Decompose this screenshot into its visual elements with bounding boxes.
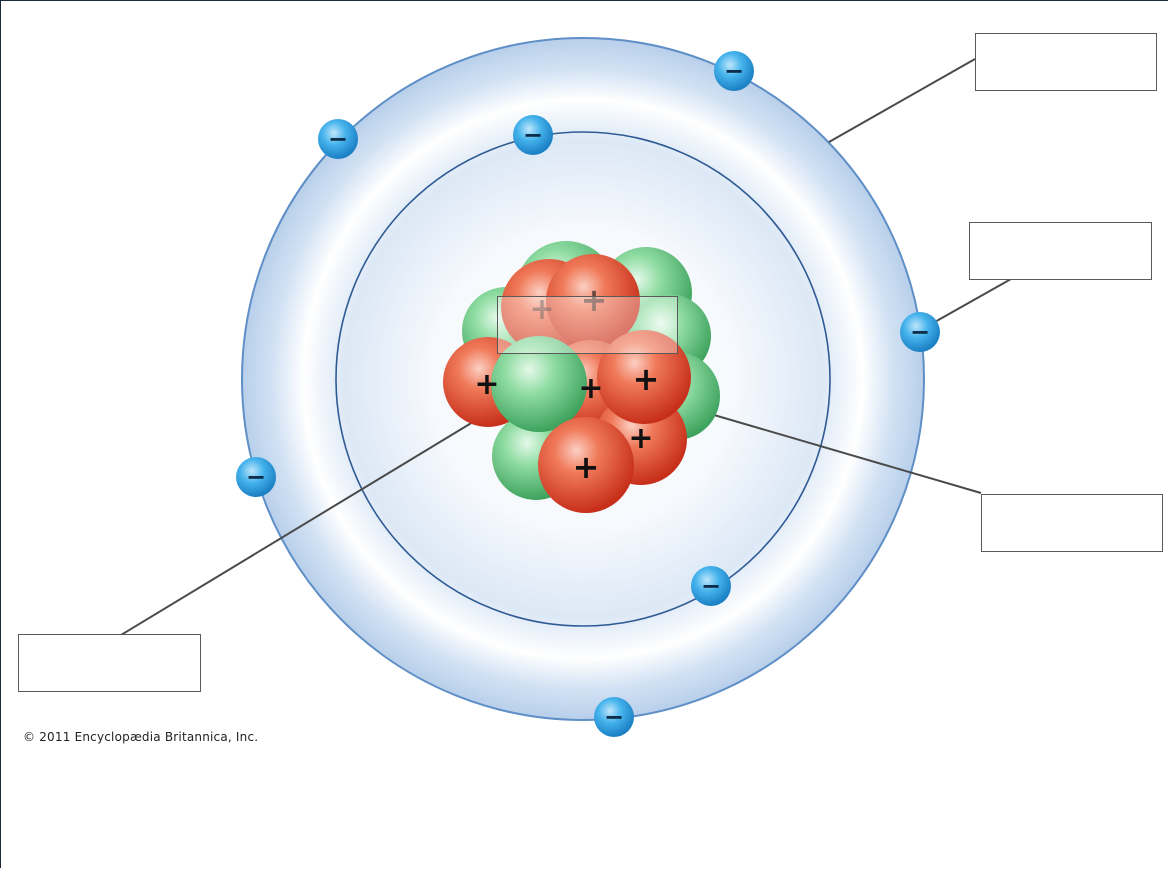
electron: −	[513, 115, 553, 155]
proton-sign: +	[578, 371, 603, 406]
proton-sign: +	[529, 292, 554, 327]
label-box-outer-shell[interactable]	[975, 33, 1157, 91]
svg-text:−: −	[246, 463, 266, 491]
electrons: − − − − − − −	[236, 51, 940, 737]
leader-line-outer-shell	[828, 58, 976, 143]
label-box-nucleus[interactable]	[497, 296, 678, 354]
proton-sign: +	[581, 281, 608, 319]
electron: −	[691, 566, 731, 606]
svg-text:−: −	[910, 318, 930, 346]
svg-text:−: −	[701, 572, 721, 600]
leader-line-electron	[932, 278, 1012, 324]
nucleus	[443, 241, 720, 513]
inner-shell-orbit	[335, 131, 831, 627]
proton	[538, 417, 634, 513]
copyright-notice: © 2011 Encyclopædia Britannica, Inc.	[23, 730, 259, 744]
svg-text:−: −	[604, 703, 624, 731]
label-box-neutron[interactable]	[18, 634, 201, 692]
neutron	[491, 336, 587, 432]
electron: −	[900, 312, 940, 352]
electron: −	[594, 697, 634, 737]
electron: −	[318, 119, 358, 159]
proton-sign: +	[573, 448, 600, 486]
proton-sign: +	[633, 360, 660, 398]
leader-line-neutron	[120, 398, 512, 636]
outer-shell-orbit	[241, 37, 925, 721]
proton	[546, 254, 640, 348]
leader-line-proton	[672, 402, 982, 494]
svg-text:−: −	[328, 125, 348, 153]
svg-text:−: −	[523, 121, 543, 149]
label-box-proton[interactable]	[981, 494, 1163, 552]
electron: −	[236, 457, 276, 497]
label-box-electron[interactable]	[969, 222, 1152, 280]
proton-sign: +	[628, 421, 653, 456]
proton-sign: +	[474, 367, 499, 402]
electron: −	[714, 51, 754, 91]
svg-text:−: −	[724, 57, 744, 85]
